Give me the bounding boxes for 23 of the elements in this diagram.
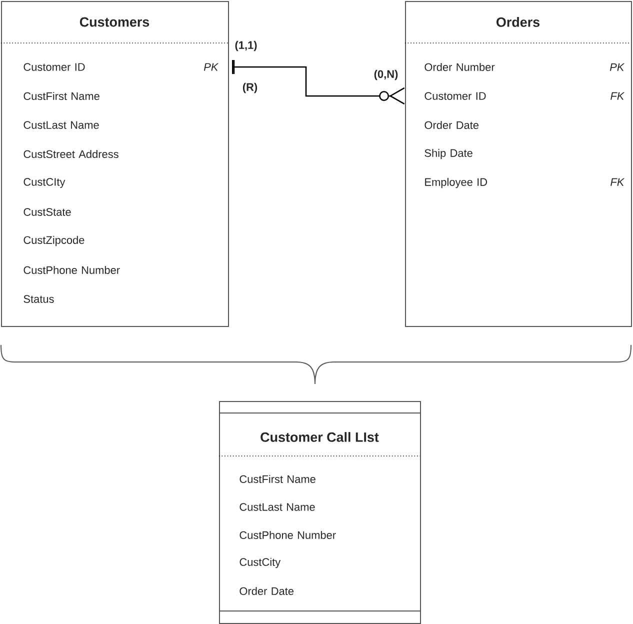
field-row: CustLast Name — [24, 121, 99, 129]
field-row: CustState — [24, 208, 71, 216]
field-row: CustZipcode — [24, 236, 84, 246]
field-row: CustStreet Address — [24, 150, 118, 158]
field-row: CustFirst Name — [24, 92, 100, 100]
field-row: Customer ID PK — [24, 63, 219, 71]
field-row: Order Date — [424, 120, 479, 130]
field-row: Employee ID FK — [425, 178, 625, 188]
field-row: Ship Date — [424, 148, 472, 160]
relationship-line — [232, 60, 405, 105]
field-row: CustLast Name — [240, 503, 315, 511]
cardinality-label: (R) — [242, 82, 258, 94]
field-row: CustPhone Number — [24, 266, 120, 274]
field-row: CustPhone Number — [240, 530, 336, 540]
field-row: CustCIty — [24, 178, 66, 188]
field-row: CustFirst Name — [240, 474, 316, 484]
cardinality-label: (0,N) — [374, 70, 398, 80]
cardinality-label: (1,1) — [235, 40, 257, 52]
field-row: Customer ID FK — [424, 92, 625, 100]
field-row: CustCity — [240, 558, 281, 568]
field-row: Order Number PK — [424, 62, 625, 72]
field-row: Order Date — [240, 586, 294, 596]
field-row: Status — [24, 295, 54, 303]
